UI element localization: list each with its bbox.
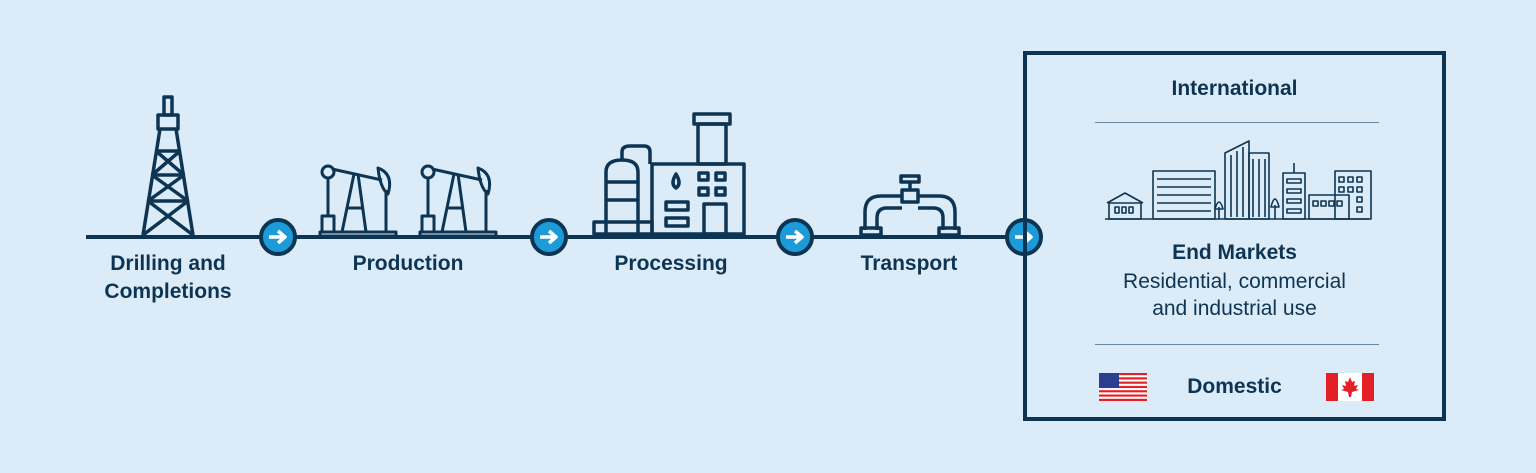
city-buildings-icon	[1105, 140, 1372, 220]
end-markets-subtitle: Residential, commercial and industrial u…	[1123, 270, 1346, 320]
us-flag-icon	[1099, 373, 1147, 401]
international-label: International	[1171, 77, 1298, 100]
end-markets-panel: International End Markets Residential, c…	[1023, 51, 1446, 421]
pumpjack-icon	[318, 164, 398, 238]
stage-label-processing: Processing	[614, 252, 728, 275]
end-markets-title: End Markets	[1172, 241, 1297, 264]
pipeline-valve-icon	[859, 174, 961, 237]
pumpjack-icon	[418, 164, 498, 238]
stage-label-drilling: Drilling and Completions	[104, 252, 232, 303]
bottom-divider	[1095, 344, 1379, 345]
stage-label-production: Production	[352, 252, 464, 275]
canada-flag-icon	[1326, 373, 1374, 401]
drilling-rig-icon	[141, 95, 195, 237]
domestic-label: Domestic	[1187, 375, 1282, 398]
flow-arrow-icon	[776, 218, 814, 256]
flow-arrow-icon	[530, 218, 568, 256]
top-divider	[1095, 122, 1379, 123]
stage-label-transport: Transport	[860, 252, 958, 275]
flow-arrow-icon	[259, 218, 297, 256]
processing-plant-icon	[592, 112, 746, 236]
